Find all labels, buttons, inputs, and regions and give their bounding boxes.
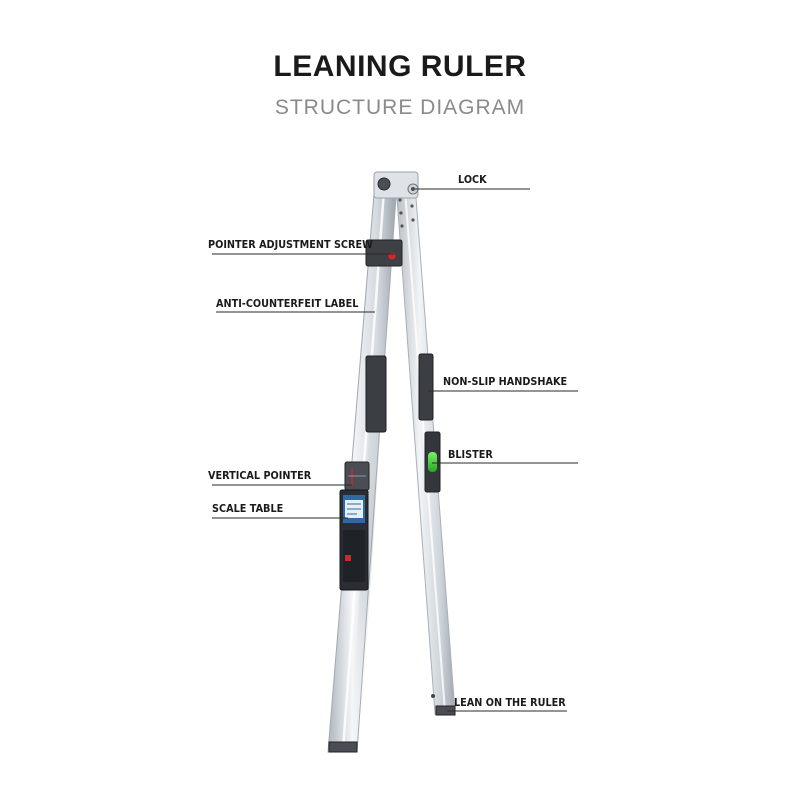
diagram-subtitle: STRUCTURE DIAGRAM [274,96,526,119]
callout-lock: LOCK [458,173,487,186]
lock-hinge [373,171,419,228]
vertical-pointer-box [344,461,370,491]
callout-lean-on-the-ruler: LEAN ON THE RULER [454,696,566,709]
callout-anti-counterfeit-label: ANTI-COUNTERFEIT LABEL [216,297,359,310]
scale-table-box [339,489,369,591]
callout-scale-table: SCALE TABLE [212,502,284,515]
callout-vertical-pointer: VERTICAL POINTER [208,469,312,482]
non-slip-pads [365,353,434,433]
callout-pointer-adjustment-screw: POINTER ADJUSTMENT SCREW [208,238,373,251]
pointer-adjustment-block [365,239,403,267]
blister-level [424,431,441,493]
callout-non-slip-handshake: NON-SLIP HANDSHAKE [443,375,568,388]
callout-blister: BLISTER [448,448,493,461]
callout-lines [212,188,578,712]
diagram-title: LEANING RULER [273,50,527,83]
